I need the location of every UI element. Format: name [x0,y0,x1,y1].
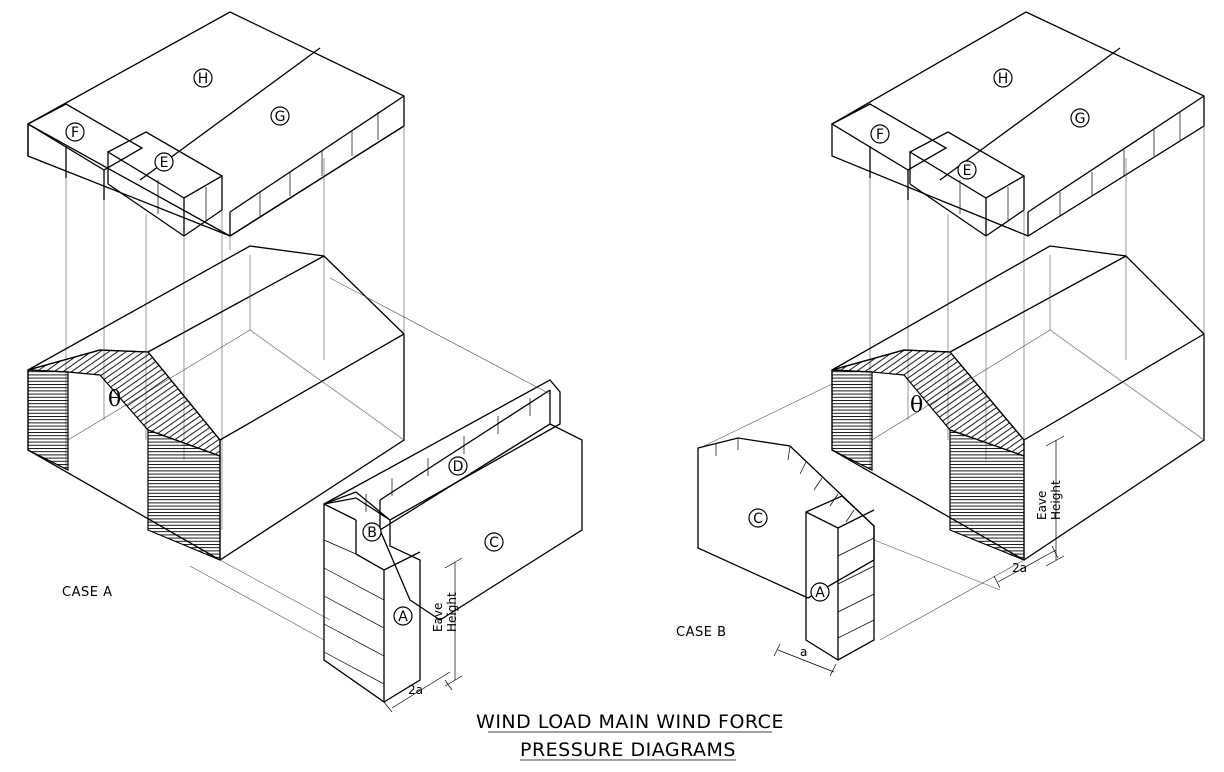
case-b-diagram: θ a [676,11,1205,677]
case-a-wall-c [379,389,583,621]
case-b-theta-symbol: θ [910,393,923,418]
case-a-zone-a: A [398,609,408,625]
case-a-eave-label-2: Height [445,592,459,632]
case-a-zone-g-circle [270,106,290,126]
case-b-zone-c: C [753,511,763,527]
case-a-2a-label: 2a [408,683,423,697]
case-b-zone-a: A [815,585,825,601]
case-a-zone-c: C [489,535,499,551]
case-b-zone-g: G [1075,111,1086,127]
case-b-building [831,245,1205,561]
drawing-title: WIND LOAD MAIN WIND FORCE PRESSURE DIAGR… [476,711,784,761]
title-line-1: WIND LOAD MAIN WIND FORCE [476,711,784,733]
case-b-label: CASE B [676,625,727,640]
case-a-zone-d-circle [448,456,468,476]
case-b-zone-labels: H G F E C A [748,68,1090,602]
case-a-projection-lines [65,126,405,530]
case-a-zone-h-circle [193,68,213,88]
case-b-zone-h-circle [993,68,1013,88]
case-a-zone-e: E [160,155,169,171]
case-b-zone-g-circle [1070,108,1090,128]
case-a-zone-d: D [453,459,464,475]
case-b-zone-f: F [876,127,884,143]
case-a-zone-c-circle [484,532,504,552]
case-b-wall-a [805,495,875,661]
case-b-zone-h: H [998,71,1009,87]
case-b-zone-c-circle [748,508,768,528]
case-b-a-label: a [800,645,807,659]
case-a-roof-block [26,11,405,237]
title-line-2: PRESSURE DIAGRAMS [520,739,736,761]
case-b-zone-a-circle [810,582,830,602]
case-a-zone-h: H [198,71,209,87]
case-a-wall-a [323,491,421,703]
case-a-zone-f: F [71,125,79,141]
case-a-zone-a-circle [393,606,413,626]
case-b-eave-label-1: Eave [1035,491,1049,520]
case-a-eave-label-1: Eave [431,603,445,632]
case-b-zone-e: E [963,163,972,179]
case-a-zone-g: G [275,109,286,125]
case-a-diagram: θ [26,11,583,713]
case-b-projection-lines [869,126,1205,530]
case-a-zone-b-circle [362,522,382,542]
case-a-label: CASE A [62,585,112,600]
case-b-2a-label: 2a [1012,561,1027,575]
case-b-roof-block [830,11,1205,237]
case-a-wall-d [323,379,561,521]
case-b-wall-c [697,437,875,599]
case-b-zone-f-circle [870,124,890,144]
case-a-theta-symbol: θ [108,387,121,412]
case-a-zone-e-circle [154,152,174,172]
case-a-zone-labels: H G F E D C B A [65,68,504,626]
case-a-zone-f-circle [65,122,85,142]
case-b-zone-e-circle [957,160,977,180]
case-a-zone-b: B [367,525,377,541]
case-a-building [27,245,405,561]
case-b-eave-label-2: Height [1049,480,1063,520]
